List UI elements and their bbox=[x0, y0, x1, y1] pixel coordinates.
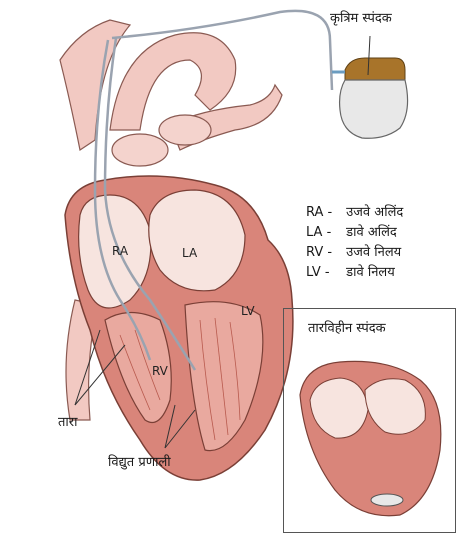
legend-text: डावे अलिंद bbox=[346, 225, 397, 240]
chamber-legend: RA - उजवे अलिंद LA - डावे अलिंद RV - उजव… bbox=[306, 203, 403, 283]
chamber-label-rv: RV bbox=[152, 364, 168, 378]
conduction-label: विद्युत प्रणाली bbox=[108, 452, 171, 470]
legend-text: डावे निलय bbox=[346, 265, 395, 280]
vessel-opening-2 bbox=[159, 115, 211, 145]
vessel-opening-1 bbox=[112, 134, 168, 166]
legend-text: उजवे अलिंद bbox=[346, 205, 403, 220]
chamber-label-ra: RA bbox=[112, 244, 128, 258]
legend-row: RV - उजवे निलय bbox=[306, 243, 403, 263]
inset-title: तारविहीन स्पंदक bbox=[308, 318, 386, 336]
legend-abbr: LV - bbox=[306, 263, 342, 283]
legend-abbr: RA - bbox=[306, 203, 342, 223]
pacemaker-label: कृत्रिम स्पंदक bbox=[330, 8, 392, 26]
legend-abbr: LA - bbox=[306, 223, 342, 243]
inset-box bbox=[283, 308, 456, 533]
legend-row: RA - उजवे अलिंद bbox=[306, 203, 403, 223]
pacemaker-device bbox=[332, 58, 408, 138]
wire-label: तारा bbox=[58, 412, 77, 430]
chamber-label-la: LA bbox=[182, 246, 197, 260]
legend-abbr: RV - bbox=[306, 243, 342, 263]
chamber-label-lv: LV bbox=[241, 304, 255, 318]
legend-row: LA - डावे अलिंद bbox=[306, 223, 403, 243]
legend-row: LV - डावे निलय bbox=[306, 263, 403, 283]
legend-text: उजवे निलय bbox=[346, 245, 401, 260]
